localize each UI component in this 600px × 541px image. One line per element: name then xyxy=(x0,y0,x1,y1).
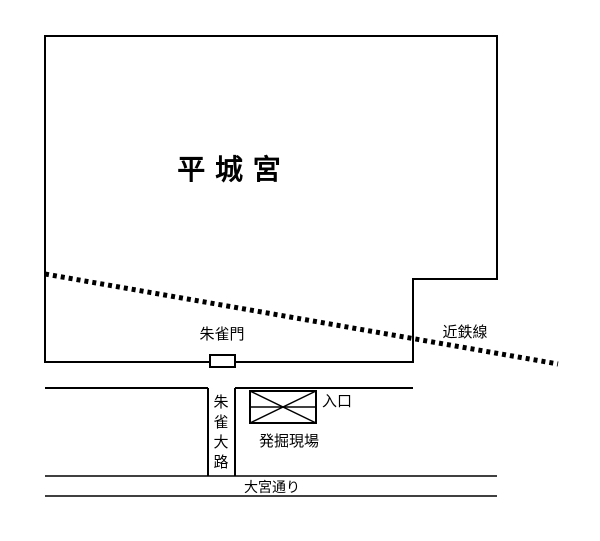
excavation-site xyxy=(249,390,317,424)
palace-boundary xyxy=(44,35,498,363)
suzaku-gate xyxy=(209,354,236,368)
railway-label: 近鉄線 xyxy=(442,323,487,341)
avenue-char: 雀 xyxy=(213,413,228,431)
entrance-label: 入口 xyxy=(322,392,352,410)
palace-label: 平 城 宮 xyxy=(177,153,281,186)
avenue-label: 朱 雀 大 路 xyxy=(213,393,228,471)
railway-line xyxy=(44,271,559,367)
gate-label: 朱雀門 xyxy=(199,325,244,343)
avenue-char: 朱 xyxy=(213,393,228,411)
street-label: 大宮通り xyxy=(244,480,300,496)
excavation-site-label: 発掘現場 xyxy=(259,432,319,450)
avenue-char: 路 xyxy=(213,453,228,471)
avenue-char: 大 xyxy=(213,433,228,451)
